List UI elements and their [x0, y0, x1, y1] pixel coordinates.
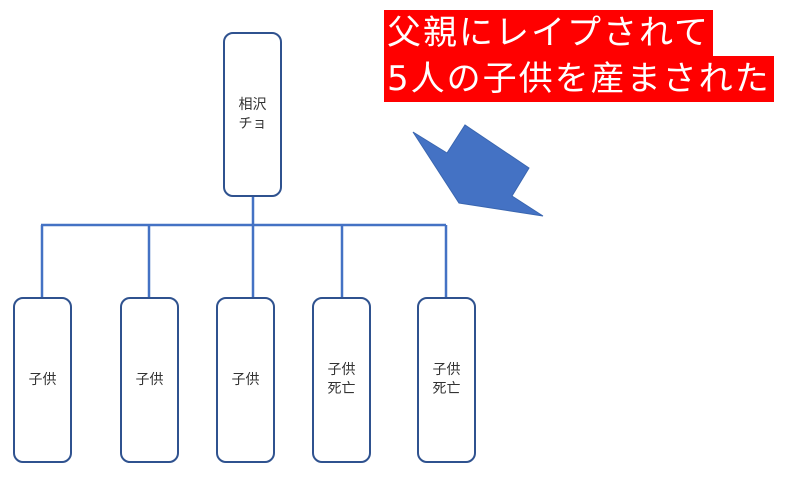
- child-node-2: 子供: [120, 297, 179, 463]
- child-node-4: 子供 死亡: [312, 297, 371, 463]
- root-node: 相沢 チョ: [223, 32, 282, 197]
- arrow-shape: [412, 124, 544, 217]
- child-node-5: 子供 死亡: [417, 297, 476, 463]
- child-node-1: 子供: [13, 297, 72, 463]
- annotation-line-2: 5人の子供を産まされた: [384, 56, 774, 102]
- child-node-3: 子供: [216, 297, 275, 463]
- annotation-line-1: 父親にレイプされて: [384, 10, 713, 56]
